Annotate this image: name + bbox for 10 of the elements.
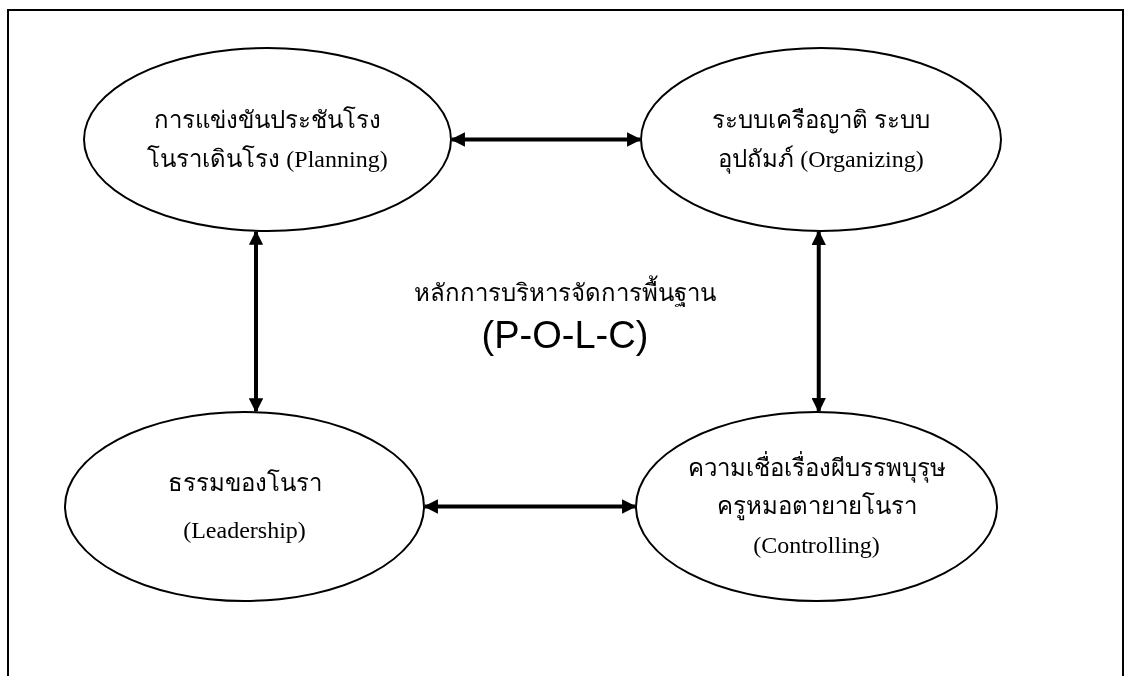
center-acronym: (P-O-L-C) [481,313,649,359]
node-text: ธรรมของโนรา [166,468,323,499]
node-text: ความเชื่อเรื่องผีบรรพบุรุษ ครูหมอตายายโนรา (Controlling) [679,448,954,565]
node-text: การแข่งขันประชันโรง โนราเดินโรง (Planning) [146,105,389,174]
node-text: (Leadership) [182,515,307,545]
double-arrow [450,132,642,147]
double-arrow [248,230,264,413]
double-arrow [423,499,637,514]
double-arrow [811,230,826,413]
node-text: ระบบเครือญาติ ระบบ อุปถัมภ์ (Organizing) [711,106,931,176]
